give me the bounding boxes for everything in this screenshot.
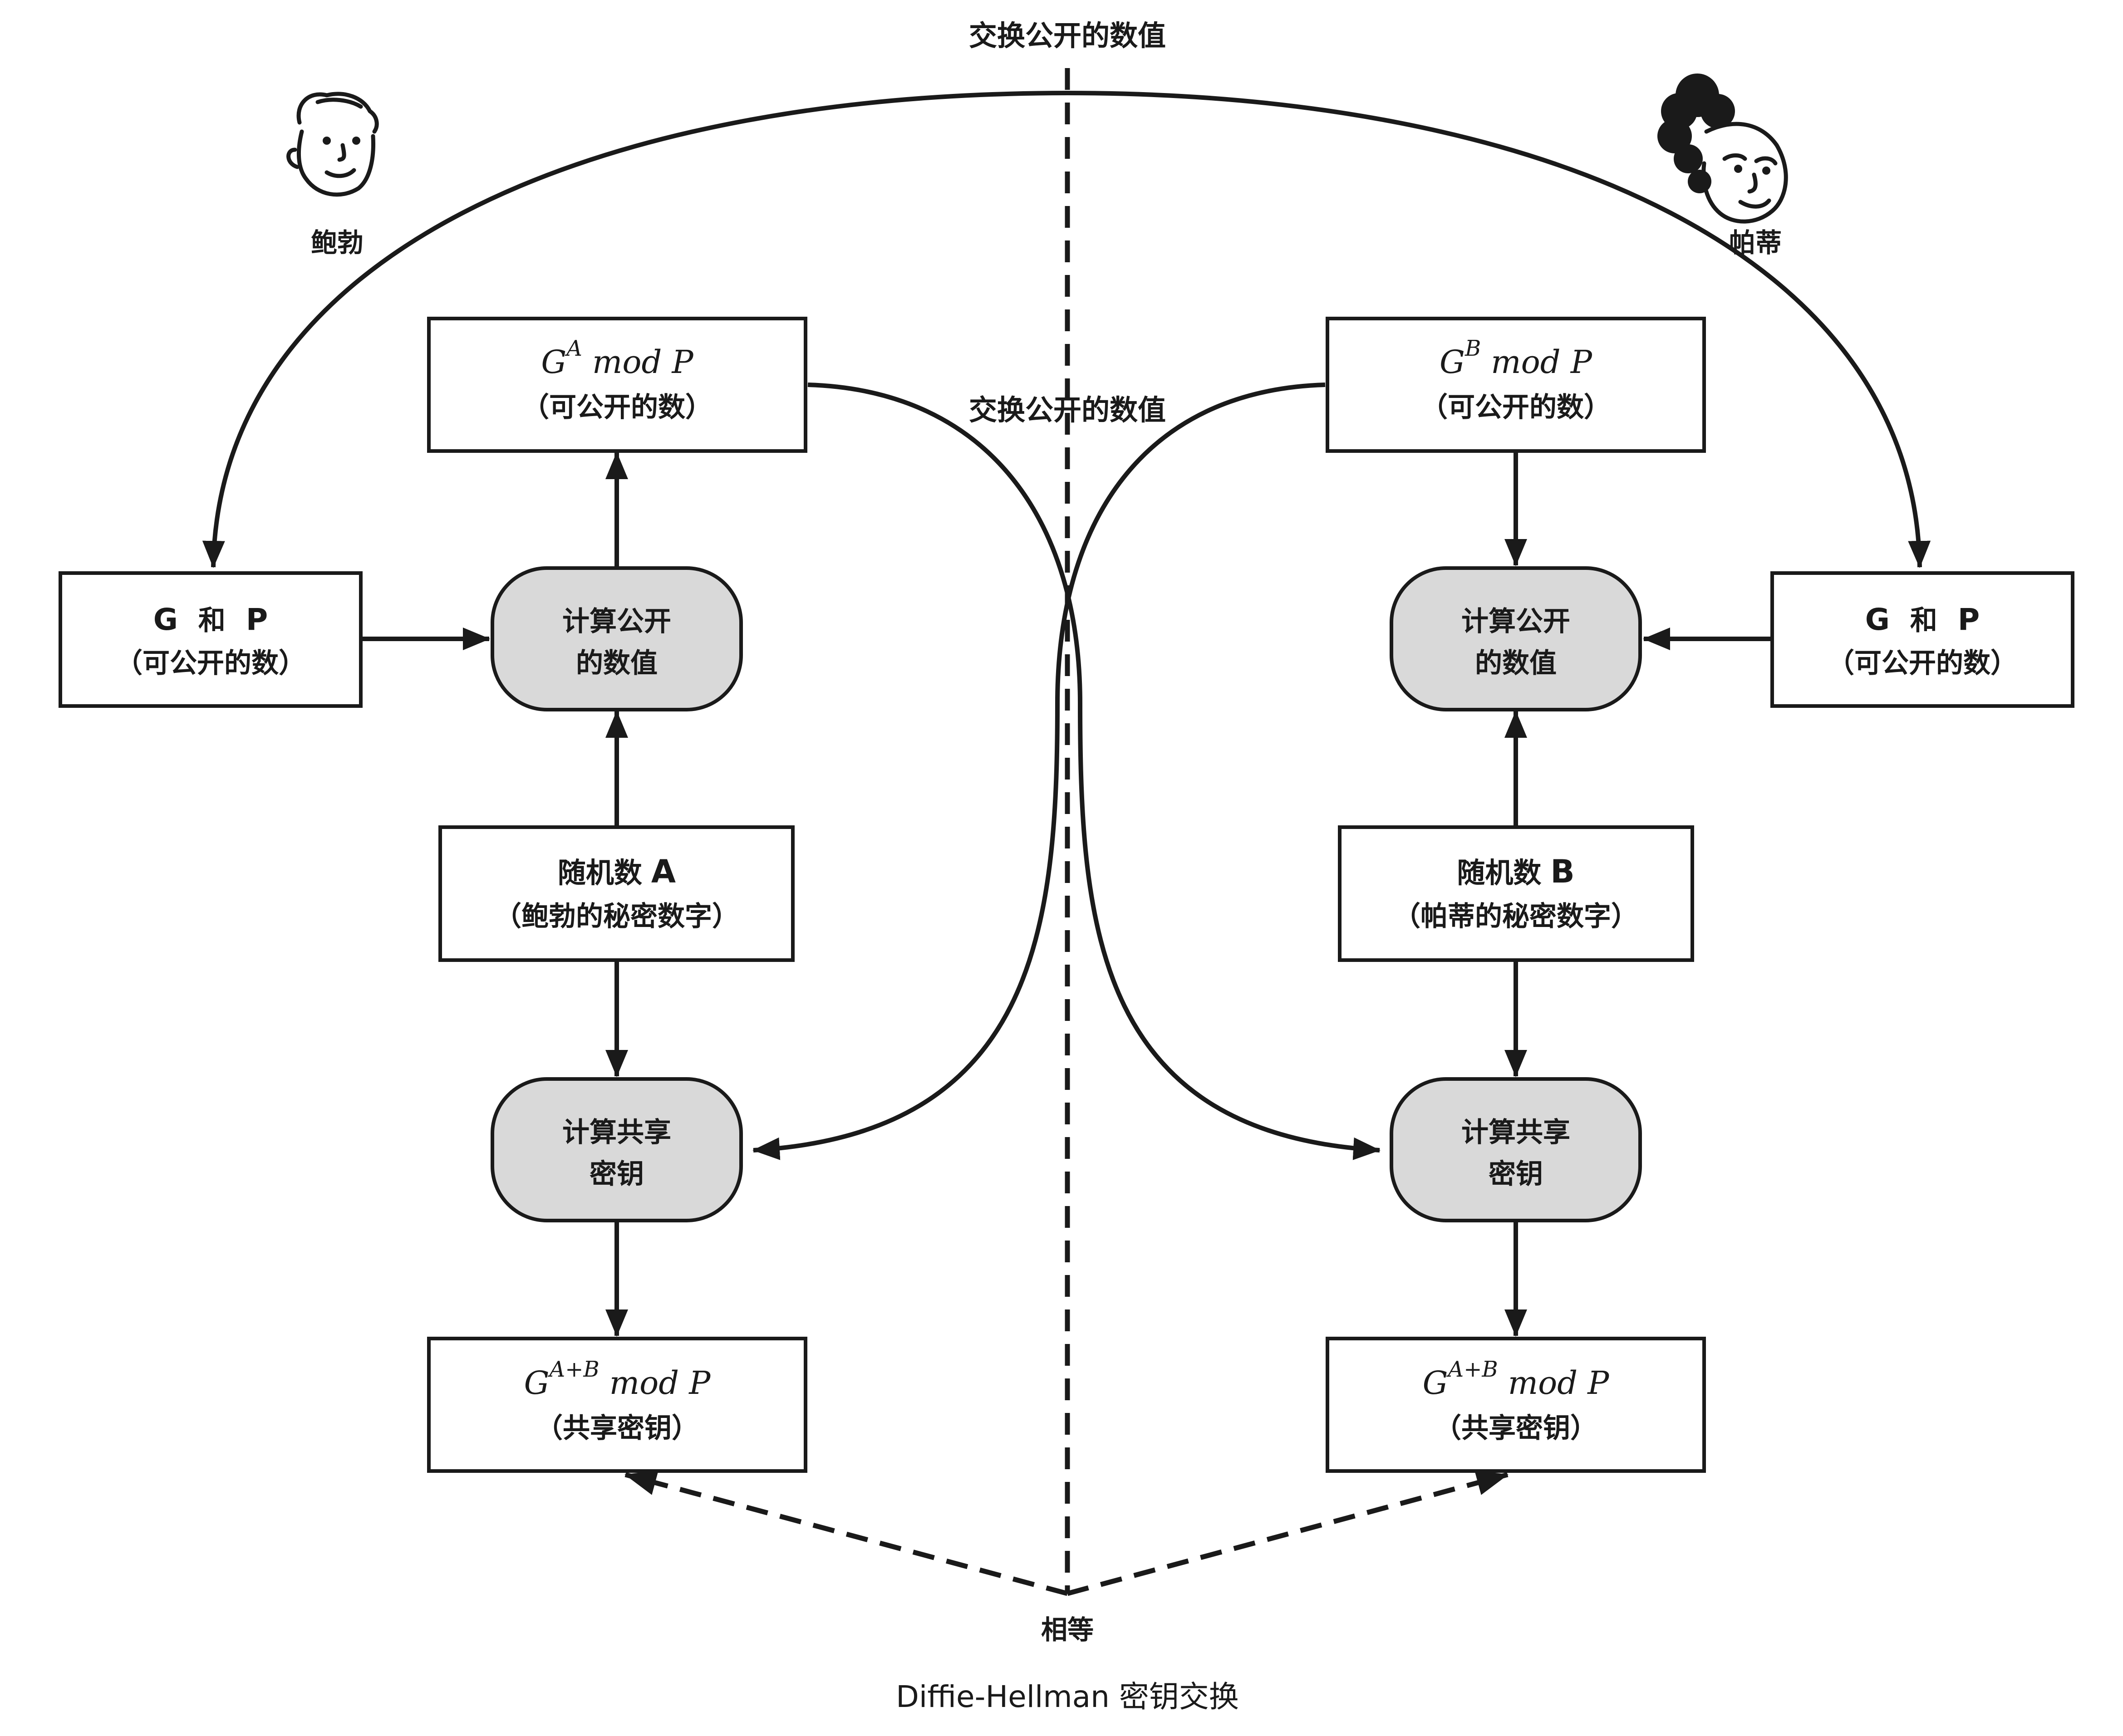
- right-gp-g: G: [1865, 602, 1890, 637]
- top-exchange-label: 交换公开的数值: [969, 19, 1166, 52]
- right-pub-mod: mod P: [1491, 343, 1593, 381]
- right-shared-base: G: [1423, 1364, 1448, 1402]
- left-calc-key-line2: 密钥: [590, 1158, 644, 1190]
- left-pub-exp: A: [565, 336, 582, 361]
- right-calc-pub-line1: 计算公开: [1461, 606, 1570, 638]
- patty-face-icon: [1657, 74, 1788, 224]
- right-calc-key-line2: 密钥: [1489, 1158, 1543, 1190]
- left-gp-and: 和: [198, 605, 226, 637]
- right-shared-mod: mod P: [1508, 1364, 1610, 1402]
- right-pub-sub: （可公开的数）: [1420, 392, 1611, 423]
- right-pub-exp: B: [1464, 336, 1481, 361]
- right-gp-box: G 和 P （可公开的数）: [1770, 571, 2074, 708]
- svg-text:G 和 P: G 和 P: [1865, 602, 1980, 637]
- bob-face-icon: [286, 92, 379, 197]
- right-rand-var: B: [1550, 853, 1574, 890]
- left-shared-key-box: GA+B mod P （共享密钥）: [427, 1337, 807, 1473]
- right-pub-base: G: [1440, 343, 1465, 381]
- right-calc-key-node: 计算共享 密钥: [1390, 1077, 1642, 1222]
- left-rand-var: A: [651, 853, 676, 890]
- left-shared-exp: A+B: [548, 1357, 600, 1382]
- right-rand-label: 随机数: [1457, 856, 1541, 889]
- left-shared-sub: （共享密钥）: [536, 1412, 699, 1444]
- left-calc-pub-line1: 计算公开: [562, 606, 671, 638]
- right-random-box: 随机数 B （帕蒂的秘密数字）: [1338, 825, 1694, 962]
- top-arc-left: [202, 91, 1068, 568]
- left-gp-g: G: [153, 602, 178, 637]
- exchange-curve-left-to-right: [807, 383, 1381, 1160]
- left-pub-sub: （可公开的数）: [522, 392, 713, 423]
- right-shared-exp: A+B: [1446, 1357, 1498, 1382]
- left-shared-base: G: [524, 1364, 550, 1402]
- right-gp-and: 和: [1910, 605, 1937, 637]
- left-calc-key-line1: 计算共享: [562, 1117, 671, 1148]
- patty-name: 帕蒂: [1729, 227, 1782, 258]
- exchange-curve-right-to-left: [752, 383, 1326, 1160]
- left-calc-key-node: 计算共享 密钥: [491, 1077, 743, 1222]
- right-rand-sub: （帕蒂的秘密数字）: [1393, 901, 1638, 932]
- right-gp-sub: （可公开的数）: [1827, 647, 2018, 679]
- equal-arrow-left: [624, 1470, 1068, 1596]
- left-rand-label: 随机数: [558, 856, 642, 889]
- left-calc-public-node: 计算公开 的数值: [491, 566, 743, 711]
- patty-avatar: 帕蒂: [1657, 74, 1788, 258]
- left-pub-base: G: [541, 343, 566, 381]
- left-pub-mod: mod P: [592, 343, 694, 381]
- right-calc-public-node: 计算公开 的数值: [1390, 566, 1642, 711]
- top-arc-right: [1067, 91, 1931, 568]
- left-random-box: 随机数 A （鲍勃的秘密数字）: [438, 825, 795, 962]
- left-gp-sub: （可公开的数）: [115, 647, 306, 679]
- right-shared-key-box: GA+B mod P （共享密钥）: [1326, 1337, 1706, 1473]
- bob-avatar: 鲍勃: [286, 92, 379, 258]
- bob-name: 鲍勃: [311, 227, 364, 258]
- right-calc-key-line1: 计算共享: [1461, 1117, 1570, 1148]
- right-gp-p: P: [1958, 602, 1980, 637]
- left-calc-pub-line2: 的数值: [576, 647, 658, 679]
- equal-arrow-right: [1066, 1470, 1509, 1596]
- right-shared-sub: （共享密钥）: [1434, 1412, 1597, 1444]
- equal-label: 相等: [1041, 1614, 1094, 1645]
- middle-exchange-label: 交换公开的数值: [969, 393, 1166, 427]
- left-rand-sub: （鲍勃的秘密数字）: [494, 901, 739, 932]
- left-gp-p: P: [246, 602, 268, 637]
- figure-caption: Diffie-Hellman 密钥交换: [896, 1679, 1239, 1714]
- left-shared-mod: mod P: [609, 1364, 712, 1402]
- right-calc-pub-line2: 的数值: [1475, 647, 1557, 679]
- svg-text:G 和 P: G 和 P: [153, 602, 268, 637]
- left-gp-box: G 和 P （可公开的数）: [59, 571, 363, 708]
